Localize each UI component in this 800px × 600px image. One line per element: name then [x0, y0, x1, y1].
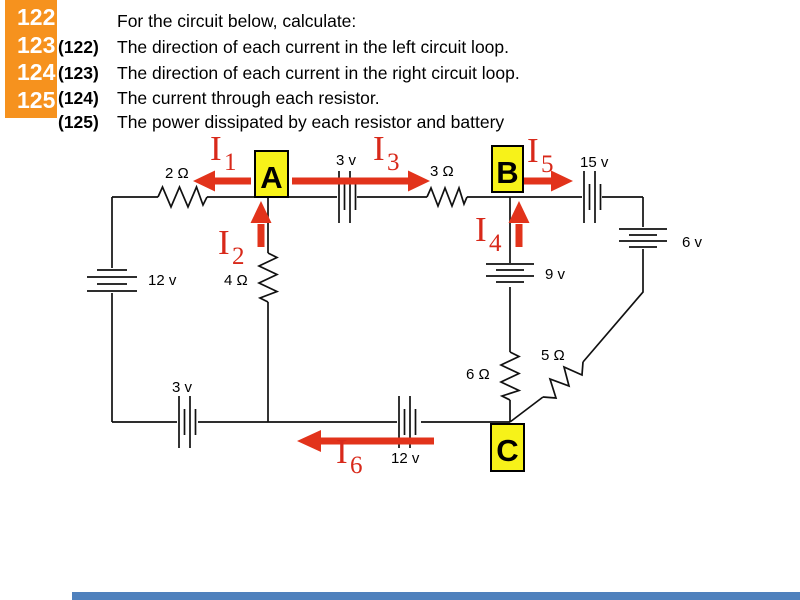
question-number: (122) — [58, 37, 99, 57]
battery-9v — [486, 263, 534, 283]
resistor-4ohm — [257, 252, 280, 303]
current-labels: I 1 I 3 I 5 I 2 I 4 I 6 — [210, 129, 554, 479]
battery-3v-top-label: 3 v — [336, 152, 357, 169]
question-125: (125) The power dissipated by each resist… — [58, 112, 504, 133]
current-arrow-i4 — [508, 201, 530, 247]
question-text: The power dissipated by each resistor an… — [117, 112, 505, 132]
resistor-4ohm-label: 4 Ω — [224, 272, 248, 289]
current-arrow-i6 — [297, 430, 434, 452]
current-i5-label: I — [527, 131, 539, 170]
question-text: The direction of each current in the lef… — [117, 37, 510, 57]
battery-15v — [583, 171, 602, 223]
current-i2-label: I — [218, 223, 230, 262]
question-text: The current through each resistor. — [117, 88, 380, 108]
battery-12v-bottom-label: 12 v — [391, 450, 420, 467]
question-123: (123) The direction of each current in th… — [58, 63, 520, 84]
battery-12v-left — [87, 269, 137, 292]
battery-15v-label: 15 v — [580, 154, 609, 171]
problem-number: 122 — [17, 4, 56, 30]
battery-9v-label: 9 v — [545, 266, 566, 283]
node-a-label: A — [260, 160, 282, 195]
current-i1-label: I — [210, 129, 222, 168]
circuit-wires — [111, 196, 644, 423]
battery-6v-label: 6 v — [682, 234, 703, 251]
problem-number: 123 — [17, 31, 56, 58]
node-b-label: B — [496, 155, 518, 190]
current-i4-label: I — [475, 210, 487, 249]
current-i6-label: I — [336, 432, 348, 471]
question-124: (124) The current through each resistor. — [58, 88, 380, 109]
resistor-3ohm — [426, 185, 468, 209]
current-arrow-i2 — [250, 201, 272, 247]
resistors — [157, 184, 584, 401]
current-arrow-i5 — [524, 170, 573, 192]
current-i6-sub: 6 — [350, 452, 363, 479]
current-i3-sub: 3 — [387, 149, 400, 176]
resistor-2ohm — [157, 184, 208, 210]
battery-12v-left-label: 12 v — [148, 272, 177, 289]
page-title: For the circuit below, calculate: — [117, 11, 357, 31]
node-c-label: C — [496, 433, 518, 468]
question-number: (125) — [58, 112, 99, 132]
node-b-box — [491, 145, 524, 193]
battery-3v-bottom — [178, 396, 197, 448]
question-number: (124) — [58, 88, 99, 108]
node-c-box — [490, 423, 525, 472]
circuit-nodes: A B C — [254, 145, 525, 472]
current-arrow-i3 — [292, 170, 430, 192]
component-labels: 2 Ω 3 Ω 4 Ω 5 Ω 6 Ω 3 v 15 v 6 v 12 v 9 … — [148, 152, 703, 467]
current-i4-sub: 4 — [489, 230, 502, 257]
resistor-6ohm — [499, 351, 522, 401]
battery-3v-bottom-label: 3 v — [172, 379, 193, 396]
slide-footer-bar — [72, 592, 800, 600]
question-number: (123) — [58, 63, 99, 83]
current-i2-sub: 2 — [232, 243, 245, 270]
resistor-3ohm-label: 3 Ω — [430, 163, 454, 180]
current-i5-sub: 5 — [541, 151, 554, 178]
question-122: (122) The direction of each current in th… — [58, 37, 509, 58]
problem-number: 124 — [17, 59, 56, 85]
resistor-5ohm — [542, 361, 584, 399]
resistor-5ohm-label: 5 Ω — [541, 347, 565, 364]
resistor-6ohm-label: 6 Ω — [466, 366, 490, 383]
batteries — [87, 171, 667, 448]
resistor-2ohm-label: 2 Ω — [165, 165, 189, 182]
question-text: The direction of each current in the rig… — [117, 63, 520, 83]
battery-6v — [619, 228, 667, 248]
current-i1-sub: 1 — [224, 149, 237, 176]
current-arrow-i1 — [193, 170, 251, 192]
current-i3-label: I — [373, 129, 385, 168]
current-arrows — [193, 170, 573, 452]
problem-number: 125 — [17, 86, 56, 113]
node-a-box — [254, 150, 289, 198]
problem-number-sidebar: 122 123 124 125 — [5, 0, 57, 118]
